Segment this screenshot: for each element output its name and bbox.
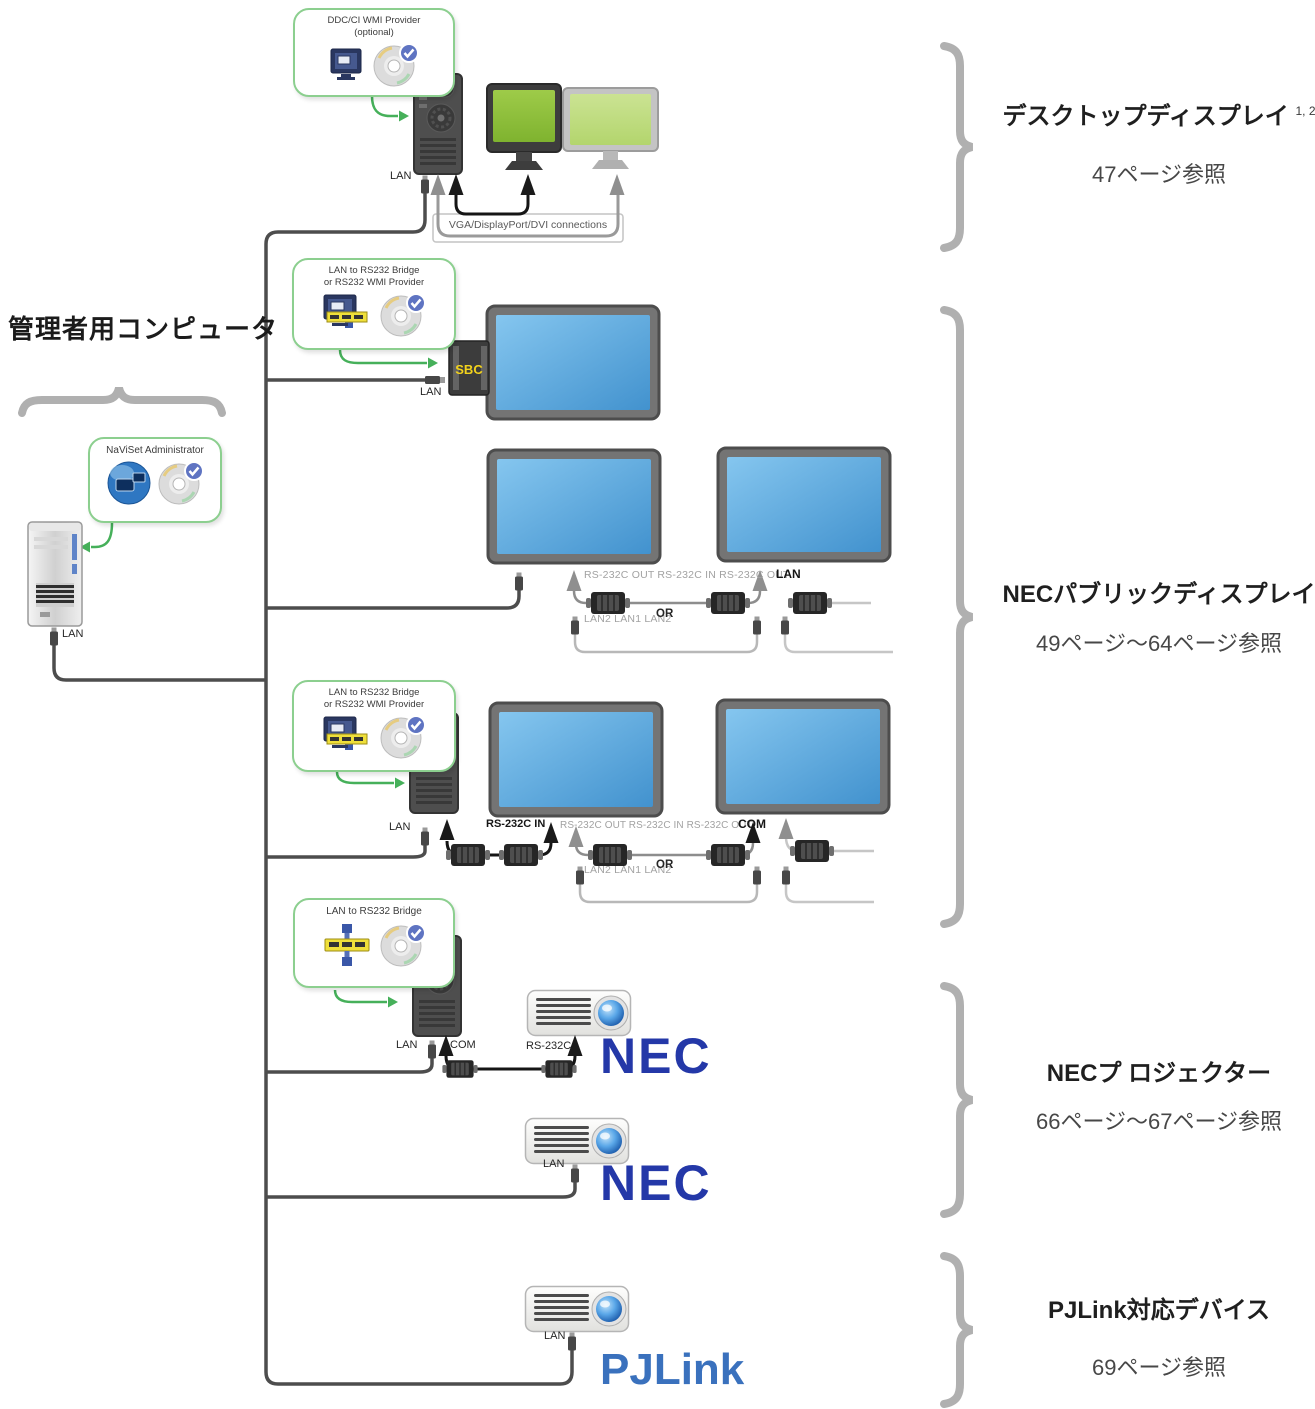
- pjlink-logo: PJLink: [600, 1345, 745, 1394]
- software-arrows: [91, 95, 427, 1004]
- category-page-ref: 47ページ参照: [1091, 162, 1227, 187]
- server-lan-cable: [52, 645, 266, 682]
- nec-logo: NEC: [600, 1028, 712, 1084]
- row2-lan-chain-labels: LAN2 LAN1 LAN2: [584, 613, 672, 625]
- public-display-c: [488, 701, 664, 818]
- vga-cable-black: [454, 195, 530, 216]
- nec-logo: NEC: [600, 1155, 712, 1211]
- software-arrowheads: [80, 110, 438, 1008]
- lan-port-label: LAN: [543, 1158, 565, 1170]
- monitor-lan-bridge-icon: [323, 716, 367, 750]
- branch-tower2: [266, 845, 427, 859]
- category-title: PJLink対応デバイス: [1048, 1297, 1270, 1324]
- sbc-label: SBC: [455, 362, 483, 377]
- monitor-software-icon: [330, 48, 361, 80]
- box-title-line1: LAN to RS232 Bridge: [326, 906, 422, 917]
- sbc-display: [485, 304, 661, 421]
- row3-port-labels: RS-232C OUT RS-232C IN RS-232C OUT: [560, 820, 753, 831]
- cd-check-icon: [380, 714, 426, 759]
- vga-connections-label: VGA/DisplayPort/DVI connections: [448, 219, 608, 231]
- category-page-ref: 69ページ参照: [1091, 1355, 1227, 1380]
- box-title-line2: or RS232 WMI Provider: [323, 699, 425, 711]
- cd-check-icon: [373, 42, 419, 87]
- row3-com-label: COM: [738, 817, 766, 831]
- lan-port-label: LAN: [420, 386, 442, 398]
- category-title: デスクトップディスプレイ: [1002, 103, 1289, 130]
- naviset-administrator-box: NaViSet Administrator: [88, 437, 222, 523]
- braces: [18, 42, 974, 1408]
- trunk-cable: [264, 191, 574, 1386]
- lan-rs232-bridge-box-1: LAN to RS232 Bridge or RS232 WMI Provide…: [292, 258, 456, 350]
- lan-rs232-bridge-box-3: LAN to RS232 Bridge: [293, 898, 455, 988]
- brace-pjlink: [940, 1252, 974, 1408]
- box-title-line1: LAN to RS232 Bridge: [328, 265, 420, 276]
- desktop-monitor-2: [562, 87, 659, 169]
- public-display-d: [715, 698, 891, 815]
- pjlink-projector: [524, 1285, 630, 1333]
- brace-projector: [940, 982, 974, 1218]
- box-title-line1: DDC/CI WMI Provider: [327, 15, 421, 26]
- naviset-app-icon: [107, 461, 150, 505]
- nec-projector-label-group: NECプ ロジェクター 66ページ〜67ページ参照: [1000, 1053, 1315, 1136]
- public-display-a: [486, 448, 662, 565]
- monitor-lan-bridge-icon: [323, 294, 367, 328]
- public-display-label-group: NECパブリックディスプレイ 49ページ〜64ページ参照: [1000, 574, 1315, 658]
- box-title-line1: LAN to RS232 Bridge: [328, 687, 420, 698]
- row2-lan-label: LAN: [776, 567, 801, 581]
- brace-desktop: [940, 42, 974, 252]
- category-page-ref: 66ページ〜67ページ参照: [1035, 1109, 1283, 1134]
- row3-or-label: OR: [656, 859, 674, 871]
- category-title: NECプ ロジェクター: [1046, 1060, 1272, 1087]
- pjlink-label-group: PJLink対応デバイス 69ページ参照: [1000, 1290, 1315, 1382]
- brace-admin: [18, 386, 226, 417]
- branch-display: [266, 590, 521, 610]
- vga-cable-gray: [436, 195, 620, 238]
- box-title-line1: NaViSet Administrator: [106, 445, 204, 456]
- cd-check-icon: [158, 461, 204, 505]
- brace-public: [940, 306, 974, 928]
- row3-rs232c-in-label: RS-232C IN: [486, 818, 546, 830]
- lan-port-label: LAN: [62, 628, 84, 640]
- desktop-display-label-group: デスクトップディスプレイ 1, 2 47ページ参照: [1000, 96, 1315, 189]
- cd-check-icon: [380, 923, 426, 967]
- desktop-monitor-1: [486, 83, 562, 170]
- category-title: NECパブリックディスプレイ: [1002, 581, 1315, 608]
- branch-tower3: [266, 1058, 434, 1074]
- lan-port-label: LAN: [389, 821, 411, 833]
- row3-lan-chain-labels: LAN2 LAN1 LAN2: [584, 864, 672, 876]
- category-page-ref: 49ページ〜64ページ参照: [1035, 631, 1283, 656]
- row2-port-labels: RS-232C OUT RS-232C IN RS-232C OUT: [584, 569, 790, 581]
- category-footnote: 1, 2: [1295, 104, 1315, 118]
- serial-connectors: [441, 591, 835, 1079]
- lan-rs232-bridge-box-2: LAN to RS232 Bridge or RS232 WMI Provide…: [292, 680, 456, 772]
- lan-port-label: LAN: [544, 1330, 566, 1342]
- cd-check-icon: [380, 292, 426, 337]
- com-port-label: COM: [450, 1039, 476, 1051]
- row2-or-label: OR: [656, 608, 674, 620]
- branch-projector2: [266, 1182, 577, 1199]
- lan-port-label: LAN: [396, 1039, 418, 1051]
- sbc-module: SBC: [425, 340, 490, 396]
- ddcci-wmi-provider-box: DDC/CI WMI Provider (optional): [293, 8, 455, 97]
- lan-cables: [52, 191, 577, 1386]
- box-title-line2: (optional): [354, 27, 394, 39]
- public-display-b: [716, 446, 892, 563]
- box-title-line2: or RS232 WMI Provider: [323, 277, 425, 289]
- lan-port-label: LAN: [390, 170, 412, 182]
- rs232c-port-label: RS-232C: [526, 1040, 572, 1052]
- admin-computer-title: 管理者用コンピュータ: [8, 314, 279, 344]
- lan-bridge-adapter-icon: [324, 924, 369, 966]
- row2-chain-cables: [572, 590, 893, 654]
- server-tower: [27, 521, 83, 627]
